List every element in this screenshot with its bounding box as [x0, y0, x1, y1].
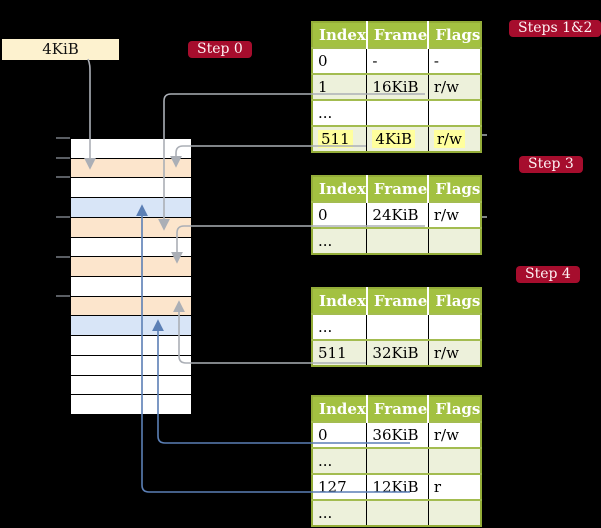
memory-row	[71, 257, 191, 276]
page-table-step-4: Index Frame Flags ... 511 32KiB r/w	[311, 287, 483, 367]
memory-row	[71, 237, 191, 257]
table-header-row: Index Frame Flags	[312, 176, 482, 202]
cell-flags: r/w	[433, 78, 459, 96]
table-header-row: Index Frame Flags	[312, 396, 482, 422]
memory-row	[71, 178, 191, 198]
memory-row	[71, 198, 191, 217]
cell-index: 511	[318, 130, 353, 148]
memory-row	[71, 296, 191, 316]
table-row: ...	[312, 99, 482, 126]
column-header-flags: Flags	[427, 396, 482, 422]
cell-frame: 4KiB	[372, 130, 415, 148]
table-row: ...	[312, 447, 482, 474]
cell-index: 0	[318, 206, 328, 224]
steps-1-2-badge: Steps 1&2	[509, 20, 601, 37]
column-header-index: Index	[312, 22, 367, 48]
column-header-frame: Frame	[365, 22, 429, 48]
memory-row	[71, 276, 191, 296]
cell-frame: 32KiB	[372, 344, 419, 362]
table-row: 511 32KiB r/w	[312, 339, 482, 366]
memory-row	[71, 395, 191, 414]
cell-index: 1	[318, 78, 328, 96]
column-header-index: Index	[312, 396, 367, 422]
page-table-final: Index Frame Flags 0 36KiB r/w ... 127 12…	[311, 395, 483, 527]
table-row: 127 12KiB r	[312, 473, 482, 500]
memory-row	[71, 217, 191, 237]
table-row: ...	[312, 499, 482, 526]
column-header-frame: Frame	[365, 176, 429, 202]
page-table-steps-1-2: Index Frame Flags 0 - - 1 16KiB r/w ... …	[311, 21, 483, 153]
step-0-badge: Step 0	[188, 41, 252, 58]
cell-flags: r	[433, 478, 442, 496]
cell-frame: -	[372, 52, 378, 70]
table-header-row: Index Frame Flags	[312, 22, 482, 48]
step-3-badge: Step 3	[519, 156, 583, 173]
memory-row	[71, 158, 191, 178]
column-header-frame: Frame	[365, 396, 429, 422]
cell-flags: r/w	[433, 344, 459, 362]
cell-frame: 24KiB	[372, 206, 419, 224]
cell-index: 511	[318, 344, 347, 362]
memory-row	[71, 139, 191, 158]
column-header-flags: Flags	[427, 288, 482, 314]
memory-address-ticks	[56, 137, 70, 297]
cell-index: ...	[318, 504, 333, 522]
column-header-flags: Flags	[427, 176, 482, 202]
stub-marks	[482, 134, 487, 218]
cell-frame: 12KiB	[372, 478, 419, 496]
column-header-frame: Frame	[365, 288, 429, 314]
physical-memory-column	[70, 138, 192, 415]
cell-index: ...	[318, 452, 333, 470]
cell-frame: 36KiB	[372, 426, 419, 444]
table-row-highlighted: 511 4KiB r/w	[312, 125, 482, 152]
memory-row	[71, 336, 191, 355]
table-row: 0 24KiB r/w	[312, 201, 482, 228]
table-row: 0 36KiB r/w	[312, 421, 482, 448]
frame-size-label: 4KiB	[2, 39, 119, 60]
table-header-row: Index Frame Flags	[312, 288, 482, 314]
memory-row	[71, 316, 191, 336]
column-header-index: Index	[312, 288, 367, 314]
step-4-badge: Step 4	[516, 266, 580, 283]
cell-index: 0	[318, 52, 328, 70]
table-row: 0 - -	[312, 47, 482, 74]
memory-row	[71, 375, 191, 395]
table-row: ...	[312, 313, 482, 340]
table-row: 1 16KiB r/w	[312, 73, 482, 100]
cell-index: ...	[318, 232, 333, 250]
cell-index: ...	[318, 318, 333, 336]
memory-row	[71, 355, 191, 375]
column-header-flags: Flags	[427, 22, 482, 48]
page-table-step-3: Index Frame Flags 0 24KiB r/w ...	[311, 175, 483, 255]
cell-index: 127	[318, 478, 347, 496]
cell-flags: -	[433, 52, 439, 70]
column-header-index: Index	[312, 176, 367, 202]
cell-flags: r/w	[433, 206, 459, 224]
cell-flags: r/w	[433, 130, 465, 148]
cell-index: ...	[318, 104, 333, 122]
cell-index: 0	[318, 426, 328, 444]
cell-frame: 16KiB	[372, 78, 419, 96]
cell-flags: r/w	[433, 426, 459, 444]
table-row: ...	[312, 227, 482, 254]
